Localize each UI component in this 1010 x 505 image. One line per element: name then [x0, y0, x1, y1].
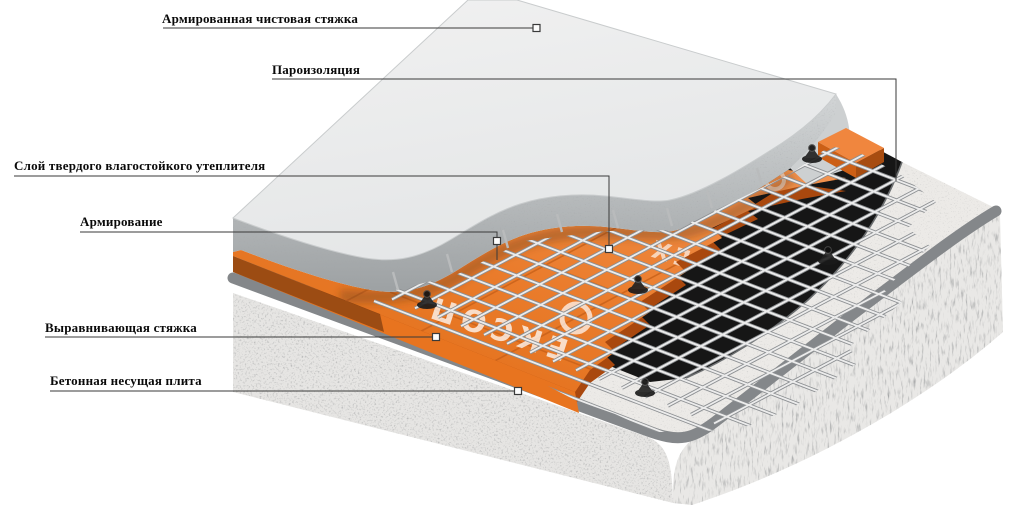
marker-finish-screed — [532, 23, 541, 33]
insulation-front-shadow — [233, 256, 384, 332]
mesh-wire — [417, 276, 936, 432]
mesh-wire — [681, 146, 936, 386]
mesh-wire — [483, 146, 936, 336]
mesh-wire — [529, 146, 936, 354]
mesh-wire — [667, 146, 936, 407]
leader-reinforcement — [80, 231, 498, 260]
mesh-wire — [598, 146, 936, 380]
mesh-wire — [713, 146, 936, 425]
mesh-wire — [725, 146, 936, 362]
mesh-wire — [395, 288, 936, 432]
marker-insulation — [604, 244, 614, 254]
label-leveling-screed: Выравнивающая стяжка — [45, 320, 198, 335]
label-reinforcement: Армирование — [80, 214, 163, 229]
film-edge-highlight — [685, 161, 903, 379]
concrete-front-left-face — [233, 293, 673, 503]
slab-top-surface — [232, 0, 837, 261]
mesh-wire — [659, 148, 936, 397]
mesh-wire — [621, 146, 936, 389]
leader-insulation — [14, 175, 610, 252]
marker-reinforcement — [492, 236, 502, 246]
mesh-wire — [527, 218, 936, 432]
leader-lines — [14, 27, 897, 392]
label-vapor-barrier: Пароизоляция — [272, 62, 361, 77]
leader-markers — [431, 23, 614, 396]
mesh-wire — [483, 241, 936, 432]
mesh-wire — [505, 230, 936, 432]
mesh-wire — [552, 146, 936, 363]
slab-cut-face — [233, 94, 842, 292]
mesh-wire — [414, 146, 936, 310]
leveling-screed-edge — [227, 205, 1002, 444]
mesh-wire-stubs — [391, 167, 764, 291]
mesh-wire — [703, 146, 936, 374]
mesh-wire — [506, 146, 936, 345]
mesh-wire — [690, 146, 936, 416]
mesh-wire — [373, 300, 936, 432]
mesh-wire — [439, 265, 936, 432]
label-armored-finish-screed: Армированная чистовая стяжка — [162, 11, 359, 26]
mesh-wire — [615, 171, 936, 420]
mesh-wire — [461, 253, 936, 432]
mesh-wire — [637, 160, 936, 409]
mesh-wire — [644, 146, 936, 398]
slab-edge-shadow — [339, 170, 796, 304]
marker-leveling-screed — [431, 332, 441, 342]
mesh-wire — [575, 146, 936, 372]
label-concrete-slab: Бетонная несущая плита — [50, 373, 202, 388]
leader-vapor-barrier — [272, 78, 897, 181]
label-rigid-insulation: Слой твердого влагостойкого утеплителя — [14, 158, 266, 173]
marker-concrete-slab — [513, 386, 523, 396]
